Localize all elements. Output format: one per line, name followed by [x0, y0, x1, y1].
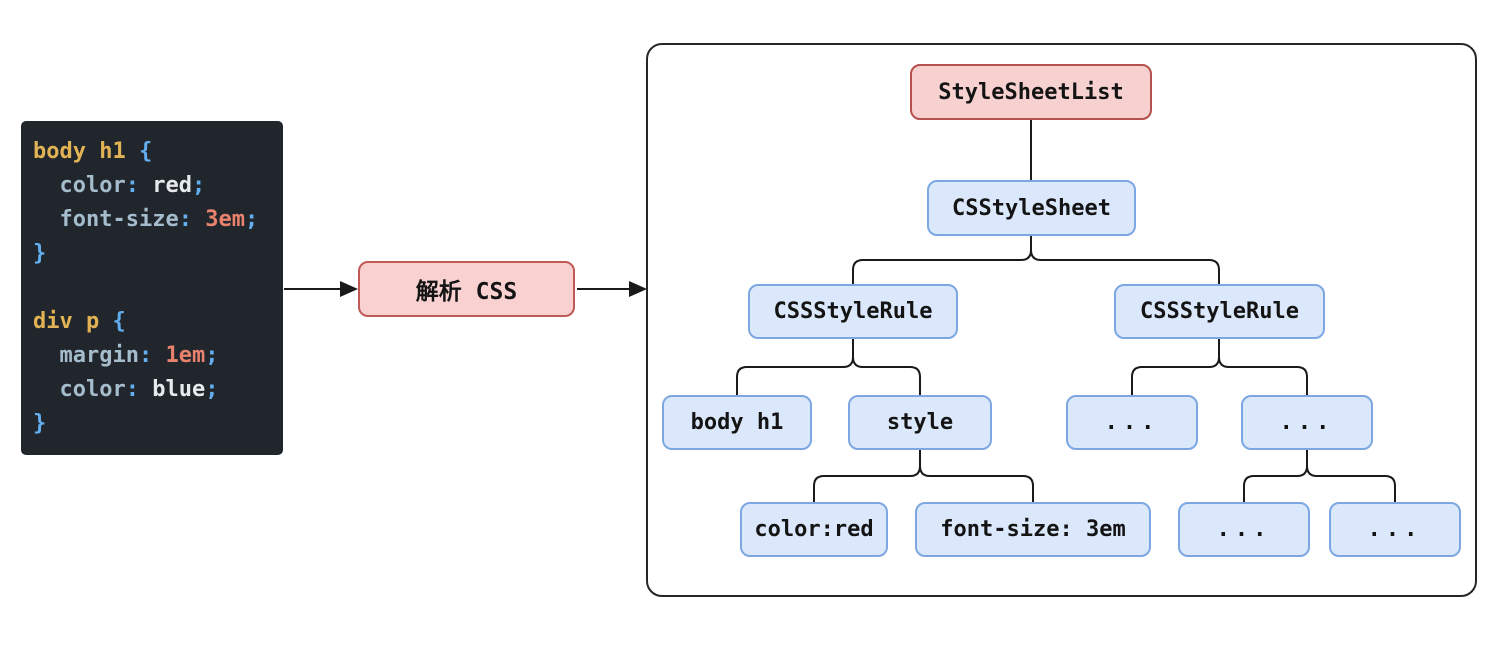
- css-selector-token: div p: [33, 309, 113, 334]
- code-line: body h1 {: [33, 135, 283, 169]
- code-line: font-size: 3em;: [33, 203, 283, 237]
- semicolon-token: ;: [244, 207, 259, 232]
- tree-node-style: style: [848, 395, 992, 450]
- css-property-token: font-size: [33, 207, 179, 232]
- css-source-code-panel: body h1 { color: red; font-size: 3em; } …: [21, 121, 283, 455]
- code-line: div p {: [33, 305, 283, 339]
- tree-node-label: ...: [1104, 410, 1160, 435]
- brace-token: }: [33, 411, 47, 436]
- code-line: }: [33, 237, 283, 271]
- tree-node-decl-color-red: color:red: [740, 502, 888, 557]
- code-line: color: blue;: [33, 373, 283, 407]
- tree-node-css-style-rule-2: CSSStyleRule: [1114, 284, 1325, 339]
- parse-css-step-box: 解析 CSS: [358, 261, 575, 317]
- tree-node-ellipsis-3: ...: [1178, 502, 1310, 557]
- tree-node-ellipsis-2: ...: [1241, 395, 1373, 450]
- semicolon-token: ;: [205, 343, 219, 368]
- semicolon-token: ;: [205, 377, 219, 402]
- brace-token: {: [138, 139, 153, 164]
- tree-node-selector-body-h1: body h1: [662, 395, 812, 450]
- tree-node-css-style-rule-1: CSSStyleRule: [748, 284, 958, 339]
- code-line: }: [33, 407, 283, 441]
- colon-token: :: [178, 207, 192, 232]
- tree-node-label: CSSStyleRule: [1140, 299, 1299, 324]
- parse-css-label: 解析 CSS: [415, 279, 518, 305]
- colon-token: :: [125, 377, 139, 402]
- tree-node-label: style: [886, 410, 954, 435]
- css-property-token: color: [33, 377, 126, 402]
- tree-node-label: ...: [1279, 410, 1335, 435]
- arrow-right-icon: [629, 281, 647, 297]
- code-line-blank: [33, 271, 283, 305]
- tree-node-ellipsis-1: ...: [1066, 395, 1198, 450]
- tree-node-css-style-sheet: CSStyleSheet: [927, 180, 1136, 236]
- tree-node-label: StyleSheetList: [938, 79, 1124, 105]
- tree-node-label: font-size: 3em: [940, 517, 1126, 542]
- semicolon-token: ;: [191, 173, 206, 198]
- tree-node-label: ...: [1216, 517, 1272, 542]
- tree-node-ellipsis-4: ...: [1329, 502, 1461, 557]
- css-value-token: red: [138, 173, 192, 198]
- brace-token: }: [33, 241, 47, 266]
- css-value-token: 1em: [152, 343, 206, 368]
- tree-node-label: body h1: [690, 410, 784, 435]
- tree-node-label: color:red: [754, 517, 874, 542]
- arrow-right-icon: [340, 281, 358, 297]
- tree-node-label: CSSStyleRule: [773, 299, 933, 324]
- css-value-token: 3em: [191, 207, 245, 232]
- tree-node-label: CSStyleSheet: [952, 195, 1111, 221]
- css-property-token: color: [33, 173, 126, 198]
- css-value-token: blue: [138, 377, 206, 402]
- css-property-token: margin: [33, 343, 139, 368]
- code-line: margin: 1em;: [33, 339, 283, 373]
- code-line: color: red;: [33, 169, 283, 203]
- tree-node-style-sheet-list: StyleSheetList: [910, 64, 1152, 120]
- colon-token: :: [138, 343, 153, 368]
- tree-node-decl-font-size: font-size: 3em: [915, 502, 1151, 557]
- brace-token: {: [112, 309, 126, 334]
- css-selector-token: body h1: [33, 139, 139, 164]
- tree-node-label: ...: [1367, 517, 1423, 542]
- colon-token: :: [125, 173, 139, 198]
